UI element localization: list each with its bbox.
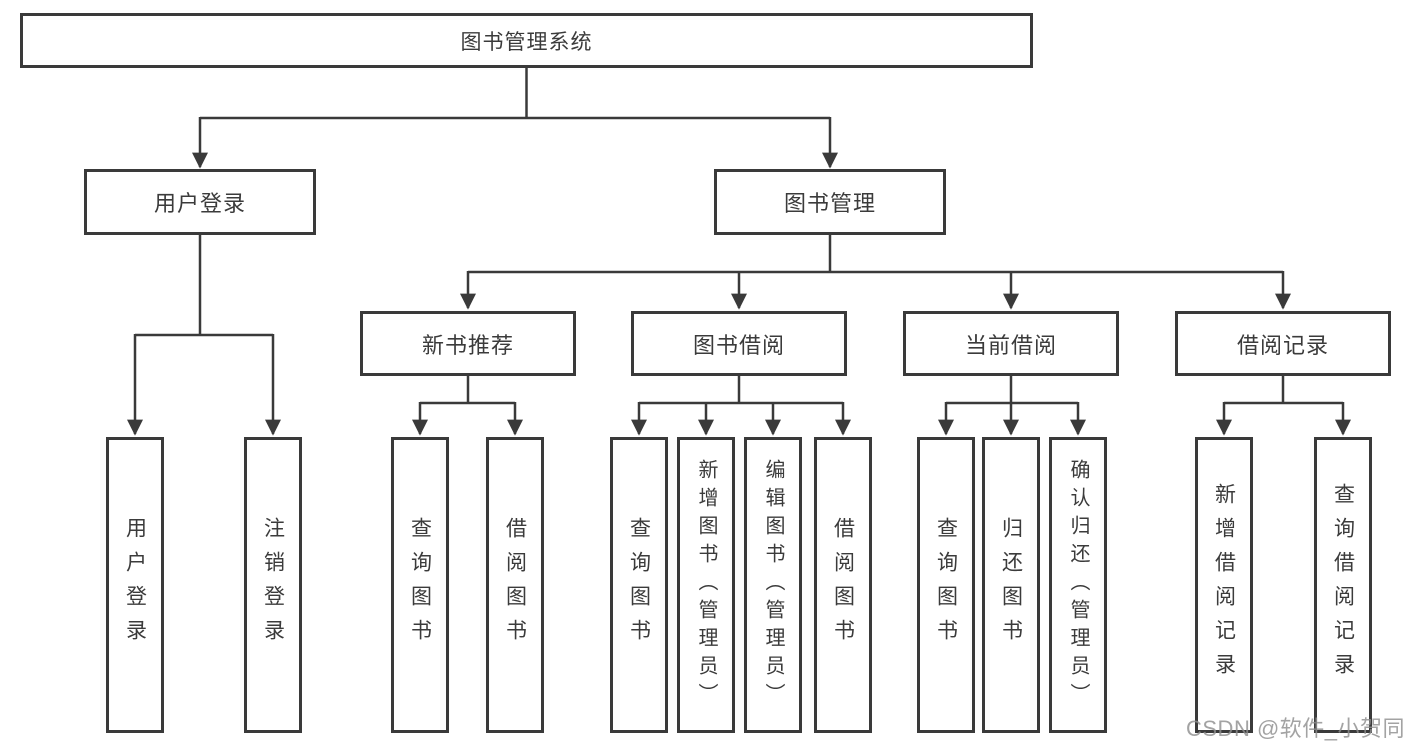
node-book-borrowing: 图书借阅 [631, 311, 847, 376]
leaf-add-borrow-record: 新增借阅记录 [1195, 437, 1253, 733]
leaf-user-login: 用户登录 [106, 437, 164, 733]
leaf-confirm-return-admin: 确认归还（管理员） [1049, 437, 1107, 733]
node-current-borrowing: 当前借阅 [903, 311, 1119, 376]
leaf-query-books-current: 查询图书 [917, 437, 975, 733]
leaf-add-book-admin: 新增图书（管理员） [677, 437, 735, 733]
node-new-book-recommend-label: 新书推荐 [421, 332, 514, 358]
leaf-return-books-label: 归还图书 [999, 517, 1023, 653]
node-user-login-branch: 用户登录 [84, 169, 316, 235]
leaf-query-books-borrowing: 查询图书 [610, 437, 668, 733]
leaf-add-book-admin-label: 新增图书（管理员） [695, 459, 717, 711]
leaf-logout-label: 注销登录 [261, 517, 285, 653]
leaf-borrow-books-borrowing-label: 借阅图书 [831, 517, 855, 653]
node-new-book-recommend: 新书推荐 [360, 311, 576, 376]
node-book-management-branch-label: 图书管理 [783, 191, 876, 216]
csdn-watermark: CSDN @软件_小贺同学 [1186, 716, 1405, 741]
leaf-borrow-books-recommend-label: 借阅图书 [503, 517, 527, 653]
leaf-return-books: 归还图书 [982, 437, 1040, 733]
node-root-label: 图书管理系统 [460, 30, 593, 54]
leaf-query-books-recommend: 查询图书 [391, 437, 449, 733]
node-book-management-branch: 图书管理 [714, 169, 946, 235]
node-borrowing-records-label: 借阅记录 [1236, 332, 1329, 358]
node-user-login-branch-label: 用户登录 [153, 191, 246, 216]
leaf-query-borrow-record: 查询借阅记录 [1314, 437, 1372, 733]
leaf-confirm-return-admin-label: 确认归还（管理员） [1067, 459, 1089, 711]
node-root: 图书管理系统 [20, 13, 1033, 68]
leaf-edit-book-admin: 编辑图书（管理员） [744, 437, 802, 733]
node-current-borrowing-label: 当前借阅 [964, 332, 1057, 358]
leaf-borrow-books-borrowing: 借阅图书 [814, 437, 872, 733]
leaf-add-borrow-record-label: 新增借阅记录 [1212, 483, 1236, 687]
leaf-query-books-borrowing-label: 查询图书 [627, 517, 651, 653]
node-book-borrowing-label: 图书借阅 [692, 332, 785, 358]
leaf-query-borrow-record-label: 查询借阅记录 [1331, 483, 1355, 687]
leaf-query-books-current-label: 查询图书 [934, 517, 958, 653]
node-borrowing-records: 借阅记录 [1175, 311, 1391, 376]
leaf-logout: 注销登录 [244, 437, 302, 733]
leaf-edit-book-admin-label: 编辑图书（管理员） [762, 459, 784, 711]
leaf-query-books-recommend-label: 查询图书 [408, 517, 432, 653]
leaf-user-login-label: 用户登录 [123, 517, 147, 653]
leaf-borrow-books-recommend: 借阅图书 [486, 437, 544, 733]
